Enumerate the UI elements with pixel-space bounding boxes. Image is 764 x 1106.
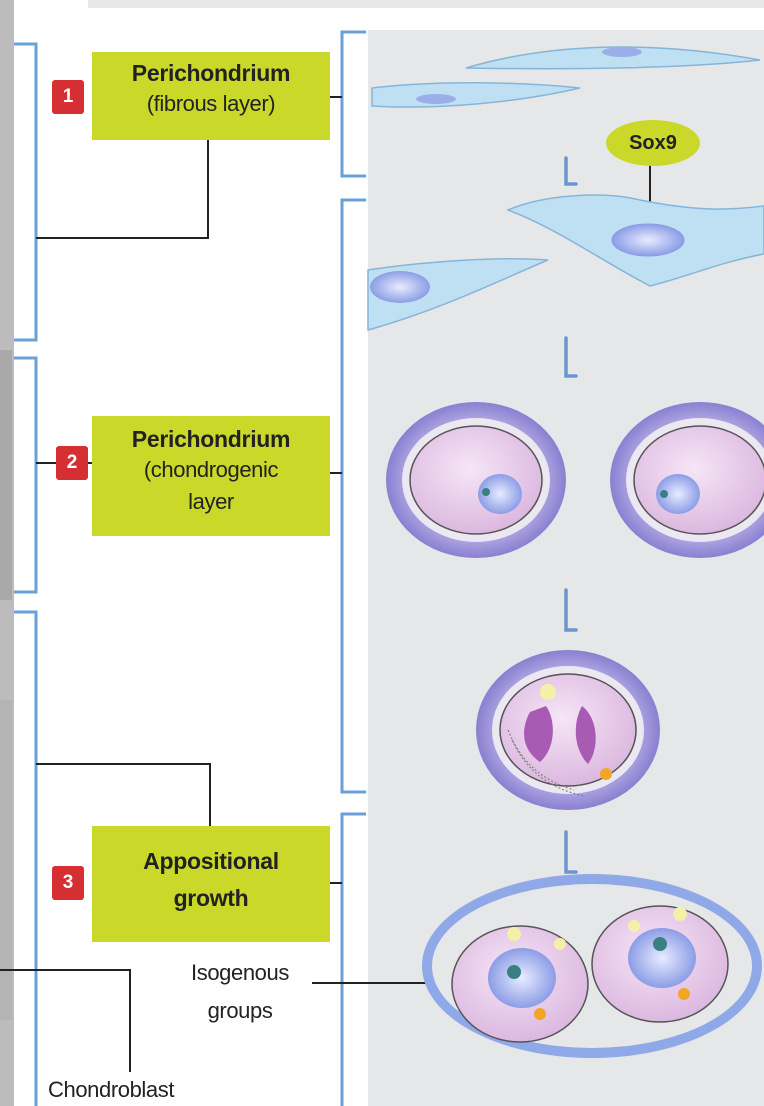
isogenous-label-line2: groups (168, 998, 312, 1024)
stage-1-badge: 1 (52, 80, 84, 114)
stage-1-subtitle: (fibrous layer) (92, 91, 330, 117)
stage-2-subtitle-line2: layer (92, 489, 330, 515)
stage-2-badge: 2 (56, 446, 88, 480)
stage-1-title: Perichondrium (92, 60, 330, 87)
isogenous-label-line1: Isogenous (168, 960, 312, 986)
stage-2-box: Perichondrium (chondrogenic layer (92, 416, 330, 536)
top-band (88, 0, 764, 8)
micrograph-shading (0, 350, 12, 600)
stage-1-box: Perichondrium (fibrous layer) (92, 52, 330, 140)
right-brackets (342, 32, 366, 1106)
sox9-marker-label: Sox9 (606, 120, 700, 166)
left-brackets (14, 44, 36, 1106)
stage-2-title: Perichondrium (92, 426, 330, 453)
chondroblast-label: Chondroblast (48, 1077, 228, 1103)
stage-3-badge: 3 (52, 866, 84, 900)
micrograph-shading-lower (0, 700, 12, 1020)
dividing-chondrocyte (476, 650, 660, 810)
stage-2-subtitle-line1: (chondrogenic (92, 457, 330, 483)
stage-3-title-line1: Appositional (92, 848, 330, 875)
stage-3-box: Appositional growth (92, 826, 330, 942)
isogenous-group-cells (422, 874, 762, 1058)
stage-3-title-line2: growth (92, 885, 330, 912)
